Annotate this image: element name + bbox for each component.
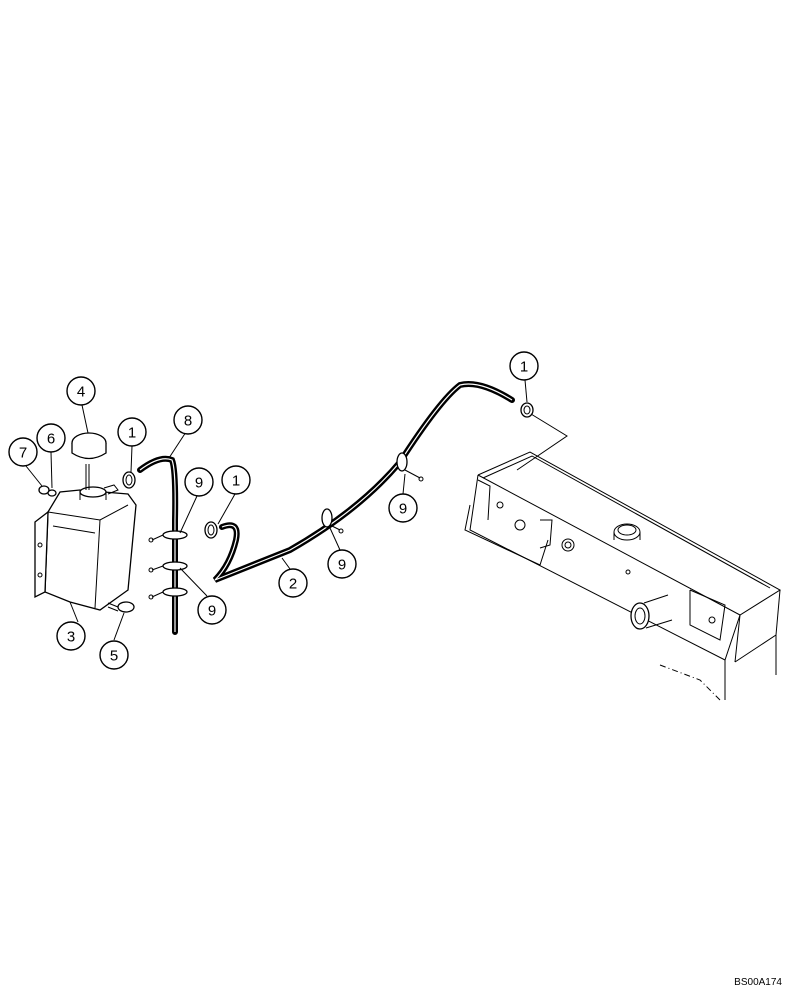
callout-3: 3 bbox=[56, 621, 86, 651]
svg-text:9: 9 bbox=[208, 603, 216, 620]
reservoir-tank bbox=[34, 432, 137, 613]
callout-4: 4 bbox=[66, 376, 96, 406]
svg-text:1: 1 bbox=[128, 425, 136, 442]
callout-6: 6 bbox=[36, 423, 66, 453]
callout-9-mid: 9 bbox=[327, 549, 357, 579]
svg-text:4: 4 bbox=[77, 384, 85, 401]
radiator-assembly bbox=[464, 451, 781, 701]
svg-text:9: 9 bbox=[338, 557, 346, 574]
overflow-hose bbox=[137, 455, 188, 635]
callout-1-radiator-clamp: 1 bbox=[509, 351, 539, 381]
svg-text:6: 6 bbox=[47, 431, 55, 448]
svg-text:5: 5 bbox=[110, 648, 118, 665]
callout-7: 7 bbox=[8, 437, 38, 467]
callout-9-right: 9 bbox=[388, 493, 418, 523]
connection-leader bbox=[516, 413, 568, 471]
svg-text:2: 2 bbox=[289, 576, 297, 593]
radiator-hose bbox=[212, 381, 515, 583]
svg-text:1: 1 bbox=[520, 359, 528, 376]
hose-clamps bbox=[122, 402, 534, 539]
callout-1-hose-clamp: 1 bbox=[221, 465, 251, 495]
svg-text:3: 3 bbox=[67, 629, 75, 646]
callout-1-cap-clamp: 1 bbox=[117, 417, 147, 447]
callout-8: 8 bbox=[173, 405, 203, 435]
svg-text:1: 1 bbox=[232, 473, 240, 490]
callout-2: 2 bbox=[278, 568, 308, 598]
callout-5: 5 bbox=[99, 640, 129, 670]
callout-9-upper: 9 bbox=[184, 467, 214, 497]
leader-lines bbox=[25, 379, 528, 641]
callout-9-lower: 9 bbox=[197, 595, 227, 625]
svg-text:8: 8 bbox=[184, 413, 192, 430]
svg-text:7: 7 bbox=[19, 445, 27, 462]
svg-text:9: 9 bbox=[195, 475, 203, 492]
reference-code: BS00A174 bbox=[734, 977, 782, 988]
svg-text:9: 9 bbox=[399, 501, 407, 518]
